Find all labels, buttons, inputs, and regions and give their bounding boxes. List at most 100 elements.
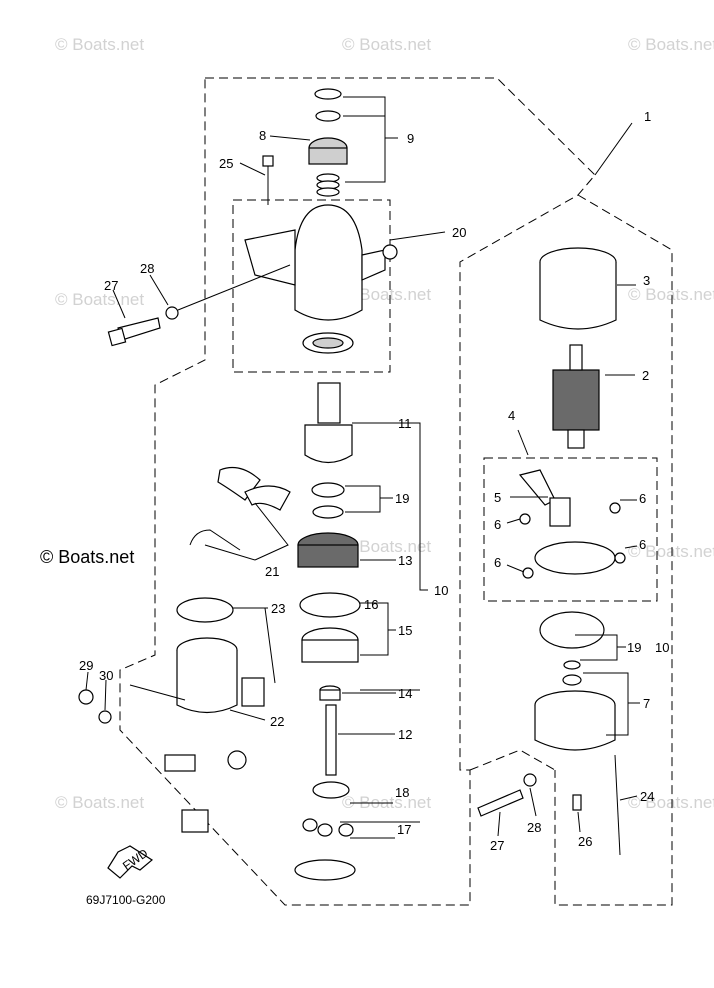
leader-20: [389, 231, 446, 241]
leader-4: [517, 429, 529, 456]
nut-29: [78, 689, 94, 705]
leader-15-16: [360, 602, 396, 656]
solenoid-parts: [78, 467, 291, 833]
leader-28b: [529, 787, 537, 817]
lead-wire: [129, 684, 186, 701]
boot: [227, 750, 247, 770]
callout-1: 1: [644, 109, 651, 124]
callout-24: 24: [640, 789, 654, 804]
motor-parts: [477, 247, 626, 856]
planet-gear-18: [317, 823, 333, 837]
callout-12: 12: [398, 727, 412, 742]
bushing-7: [562, 674, 582, 686]
callout-4: 4: [508, 408, 515, 423]
leader-19a: [345, 485, 393, 513]
clutch-parts: [107, 88, 398, 354]
watermark: © Boats.net: [628, 285, 714, 304]
washer-30: [98, 710, 112, 724]
oil-seal-inner: [312, 337, 344, 349]
drive-shaft-spline: [317, 382, 341, 424]
front-bracket-flange: [244, 229, 296, 286]
callout-3: 3: [643, 273, 650, 288]
armature-2-commutator: [567, 429, 585, 449]
leader-8: [269, 135, 311, 141]
callout-9: 9: [407, 131, 414, 146]
callout-13: 13: [398, 553, 412, 568]
callout-2: 2: [642, 368, 649, 383]
washer-28: [165, 306, 179, 320]
carrier-18: [312, 781, 350, 799]
leader-27b: [497, 811, 501, 837]
leader-23: [233, 607, 276, 684]
washer-28b: [523, 773, 537, 787]
callout-27: 27: [104, 278, 118, 293]
callout-11: 11: [398, 416, 412, 431]
leader-22: [229, 709, 266, 721]
leader-7: [583, 672, 640, 736]
callout-14: 14: [398, 686, 412, 701]
watermark: © Boats.net: [342, 285, 431, 304]
callout-16: 16: [364, 597, 378, 612]
brush-holder-5: [549, 497, 571, 527]
callout-15: 15: [398, 623, 412, 638]
spring-clip-21: [189, 529, 241, 551]
watermark: © Boats.net: [628, 35, 714, 54]
armature-2-shaft: [569, 344, 583, 371]
watermark: © Boats.net: [342, 537, 431, 556]
leader-lines: [85, 96, 640, 839]
callout-21: 21: [265, 564, 279, 579]
leader-6b: [506, 518, 521, 524]
callout-19: 19: [627, 640, 641, 655]
clamp: [181, 809, 209, 833]
rear-cover-7-body: [534, 705, 616, 751]
bolt-axis: [177, 264, 291, 311]
circlip-19: [311, 482, 345, 498]
watermark: © Boats.net: [55, 290, 144, 309]
yoke-3-body: [539, 262, 617, 330]
bolt-25-head: [262, 155, 274, 167]
leader-28a: [149, 274, 169, 306]
callout-28: 28: [527, 820, 541, 835]
watermarks: © Boats.net © Boats.net © Boats.net © Bo…: [40, 35, 714, 812]
leader-27a: [112, 289, 126, 319]
watermark: © Boats.net: [55, 793, 144, 812]
washer-19: [312, 505, 344, 519]
brush-plate-4: [534, 541, 616, 575]
dowel-pin: [382, 244, 398, 260]
plate-19: [539, 611, 605, 649]
leader-30: [104, 679, 107, 711]
snap-ring: [315, 110, 341, 122]
plate-23: [176, 597, 234, 623]
nut-6: [519, 513, 531, 525]
watermark: © Boats.net: [342, 35, 431, 54]
fwd-arrow-shape: [107, 845, 154, 879]
callout-6: 6: [639, 537, 646, 552]
callout-17: 17: [397, 822, 411, 837]
solenoid-22-body: [176, 650, 238, 714]
callout-23: 23: [271, 601, 285, 616]
leader-26: [577, 811, 581, 833]
internal-gear-13-body: [297, 544, 359, 568]
planet-gear-18: [302, 818, 318, 832]
callout-10: 10: [655, 640, 669, 655]
callout-22: 22: [270, 714, 284, 729]
leader-24: [619, 795, 638, 801]
callout-7: 7: [643, 696, 650, 711]
watermark: © Boats.net: [55, 35, 144, 54]
planet-shaft-12: [325, 704, 337, 776]
callout-6: 6: [494, 555, 501, 570]
callout-25: 25: [219, 156, 233, 171]
ring-16: [299, 592, 361, 618]
callout-labels: 1 2 3 4 5 6 6 6 6 7 8 9 10 10 11 12 13 1…: [79, 109, 669, 853]
front-bracket: [294, 204, 363, 321]
leader-25: [239, 162, 266, 176]
washer-19b: [563, 660, 581, 670]
lever-holder-21: [244, 485, 291, 511]
leader-21: [204, 502, 289, 561]
callout-26: 26: [578, 834, 592, 849]
cover-23: [241, 677, 265, 707]
outline-27-28: [469, 749, 556, 771]
watermark-highlight: © Boats.net: [40, 547, 134, 567]
callout-6: 6: [639, 491, 646, 506]
